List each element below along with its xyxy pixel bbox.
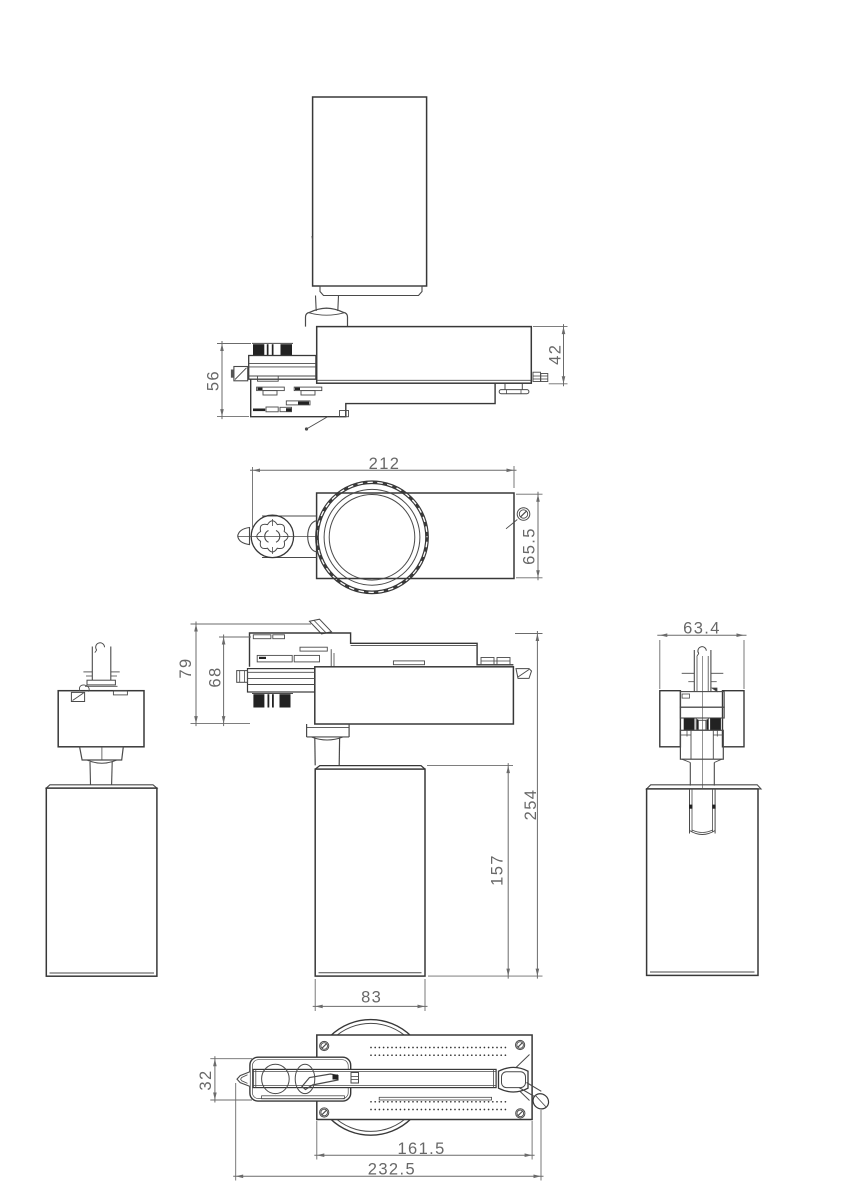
svg-text:212: 212: [369, 455, 401, 473]
svg-text:32: 32: [197, 1069, 215, 1090]
svg-text:157: 157: [489, 854, 507, 886]
svg-text:42: 42: [547, 344, 565, 365]
svg-text:68: 68: [207, 666, 225, 687]
svg-text:83: 83: [361, 988, 382, 1006]
svg-text:254: 254: [522, 789, 540, 821]
svg-text:63.4: 63.4: [683, 620, 721, 638]
svg-text:56: 56: [205, 370, 223, 391]
svg-text:79: 79: [177, 657, 195, 678]
svg-text:161.5: 161.5: [397, 1140, 445, 1158]
svg-text:65.5: 65.5: [521, 527, 539, 565]
svg-text:232.5: 232.5: [368, 1160, 416, 1178]
